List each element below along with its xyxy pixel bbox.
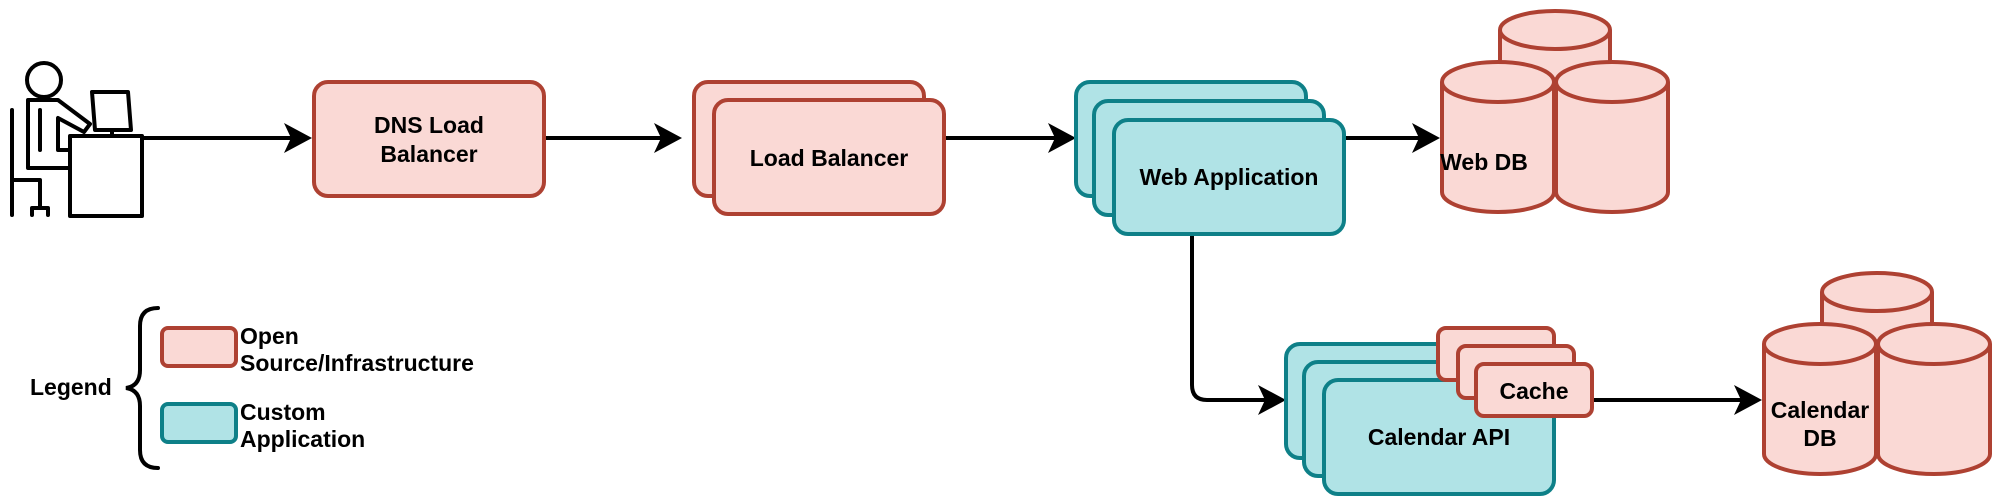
web-db-cylinder-top-cap	[1498, 9, 1612, 51]
arrowhead	[1258, 385, 1286, 415]
arrowhead	[284, 123, 312, 153]
calendar-db-cylinder-left	[1762, 344, 1878, 476]
web-db-label: Web DB	[1440, 149, 1528, 175]
load-balancer-label: Load Balancer	[750, 145, 909, 171]
arrowhead	[1048, 123, 1076, 153]
chair	[10, 108, 50, 217]
cache-box-front	[1474, 362, 1594, 418]
edges	[142, 123, 1762, 415]
user-at-desk-icon	[10, 61, 144, 218]
calendar-db-cylinder-left-cap	[1762, 322, 1878, 366]
web-db-cylinder-left	[1440, 82, 1556, 214]
calendar-db-cylinder-right	[1876, 344, 1992, 476]
cache-node: Cache	[1436, 326, 1594, 418]
web-db-cylinder-left-cap	[1440, 60, 1556, 104]
calendar-db-label-line1: Calendar	[1771, 397, 1869, 423]
web-application-box-front	[1112, 118, 1346, 236]
calendar-api-label: Calendar API	[1368, 424, 1510, 450]
calendar-db-cylinder-top-cap	[1820, 271, 1934, 313]
web-application-label: Web Application	[1140, 164, 1319, 190]
dns-load-balancer-node: DNS Load Balancer	[312, 80, 546, 198]
monitor	[90, 90, 133, 132]
web-db-node: Web DB	[1440, 9, 1670, 214]
legend-title: Legend	[30, 374, 112, 400]
web-application-node: Web Application	[1074, 80, 1346, 236]
web-db-cylinder-right-cap	[1554, 60, 1670, 104]
legend-item-infra-line2: Source/Infrastructure	[240, 350, 474, 376]
dns-load-balancer-label-line2: Balancer	[380, 141, 477, 167]
arrowhead	[1734, 385, 1762, 415]
calendar-db-node: Calendar DB	[1762, 271, 1992, 476]
desk	[68, 134, 144, 218]
dns-load-balancer-label-line1: DNS Load	[374, 112, 484, 138]
legend-item-custom-line2: Application	[240, 426, 365, 452]
dns-load-balancer-box	[312, 80, 546, 198]
cache-label: Cache	[1499, 378, 1568, 404]
legend-swatch-custom	[160, 402, 238, 444]
legend-brace	[125, 306, 160, 470]
arrowhead	[1412, 123, 1440, 153]
web-db-cylinder-right	[1554, 82, 1670, 214]
load-balancer-node: Load Balancer	[692, 80, 946, 216]
arrowhead	[654, 123, 682, 153]
legend-item-infra-line1: Open	[240, 323, 299, 349]
load-balancer-box-front	[712, 98, 946, 216]
legend-swatch-infra	[160, 326, 238, 368]
legend: Legend Open Source/Infrastructure Custom…	[30, 306, 474, 470]
edge-webapp-to-calendar-api	[1190, 236, 1278, 402]
legend-item-custom-line1: Custom	[240, 399, 326, 425]
user-head	[25, 61, 63, 99]
calendar-db-cylinder-right-cap	[1876, 322, 1992, 366]
calendar-db-label-line2: DB	[1803, 425, 1836, 451]
